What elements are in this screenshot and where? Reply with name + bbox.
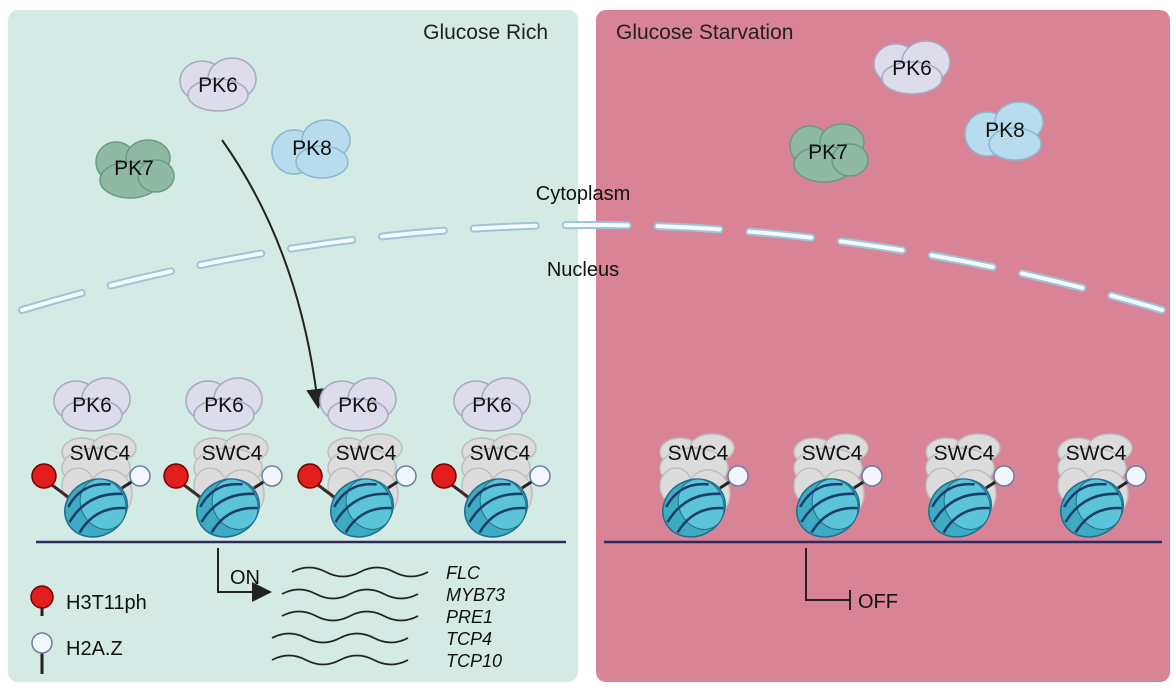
cytoplasm-label: Cytoplasm bbox=[536, 183, 630, 205]
h2az-mark bbox=[993, 465, 1015, 487]
pk7-cytoplasm-left: PK7 bbox=[95, 139, 175, 199]
h3t11ph-mark bbox=[431, 463, 457, 489]
h2az-icon bbox=[31, 632, 53, 654]
phospho-icon bbox=[30, 585, 54, 609]
swc4-label: SWC4 bbox=[70, 442, 131, 465]
nucleosome bbox=[330, 478, 394, 538]
pk7-label: PK7 bbox=[114, 157, 154, 180]
gene-label: PRE1 bbox=[446, 607, 493, 627]
h3t11ph-mark bbox=[163, 463, 189, 489]
h3t11ph-mark bbox=[297, 463, 323, 489]
glucose-rich-title: Glucose Rich bbox=[423, 21, 548, 44]
swc4-label: SWC4 bbox=[202, 442, 263, 465]
gene-label: TCP10 bbox=[446, 651, 502, 671]
swc4-label: SWC4 bbox=[802, 442, 863, 465]
pk6-nuclear: PK6 bbox=[453, 377, 531, 432]
pk8-cytoplasm-left: PK8 bbox=[271, 119, 351, 179]
pk8-cytoplasm-right: PK8 bbox=[964, 101, 1044, 161]
pk6-label: PK6 bbox=[892, 57, 932, 80]
swc4-label: SWC4 bbox=[1066, 442, 1127, 465]
pk8-label: PK8 bbox=[985, 119, 1025, 142]
pk7-label: PK7 bbox=[808, 141, 848, 164]
right-nucleosome-unit: SWC4 bbox=[659, 433, 749, 538]
glucose-rich-panel bbox=[8, 10, 578, 682]
h2az-mark bbox=[529, 465, 551, 487]
transcript-wave bbox=[281, 610, 419, 622]
transcript-wave bbox=[271, 654, 409, 666]
swc4-label: SWC4 bbox=[470, 442, 531, 465]
nucleus-label: Nucleus bbox=[547, 259, 619, 281]
pk6-label: PK6 bbox=[204, 394, 244, 417]
transcript-wave bbox=[281, 588, 419, 600]
legend-h2az-label: H2A.Z bbox=[66, 638, 123, 660]
nucleosome bbox=[1060, 478, 1124, 538]
right-nucleosome-unit: SWC4 bbox=[793, 433, 883, 538]
pk6-cytoplasm-left: PK6 bbox=[179, 57, 257, 112]
right-nucleosome-array: SWC4 SWC4 SWC4 SWC4 bbox=[659, 433, 1147, 538]
legend: H3T11ph H2A.Z bbox=[30, 585, 147, 674]
legend-h2az: H2A.Z bbox=[31, 632, 123, 674]
pk6-nuclear: PK6 bbox=[53, 377, 131, 432]
nucleosome bbox=[662, 478, 726, 538]
nucleosome bbox=[464, 478, 528, 538]
off-label: OFF bbox=[858, 591, 898, 613]
nucleosome bbox=[196, 478, 260, 538]
swc4-label: SWC4 bbox=[934, 442, 995, 465]
nucleosome bbox=[796, 478, 860, 538]
h3t11ph-mark bbox=[31, 463, 57, 489]
pk6-label: PK6 bbox=[198, 74, 238, 97]
transcription-on-arrow bbox=[217, 548, 272, 602]
transcript-wave bbox=[271, 632, 409, 644]
transcription-off-arrow bbox=[805, 548, 850, 601]
pk6-nuclear: PK6 bbox=[319, 377, 397, 432]
transcript-wave bbox=[291, 566, 429, 578]
nuclear-envelope bbox=[20, 223, 1164, 312]
nucleosome bbox=[928, 478, 992, 538]
right-nucleosome-unit: SWC4 bbox=[1057, 433, 1147, 538]
h2az-mark bbox=[727, 465, 749, 487]
h2az-mark bbox=[861, 465, 883, 487]
h2az-mark bbox=[261, 465, 283, 487]
glucose-starvation-title: Glucose Starvation bbox=[616, 21, 793, 44]
pk8-label: PK8 bbox=[292, 137, 332, 160]
pk6-label: PK6 bbox=[472, 394, 512, 417]
legend-h3t11ph: H3T11ph bbox=[30, 585, 147, 616]
pk6-label: PK6 bbox=[338, 394, 378, 417]
pk6-nuclear: PK6 bbox=[185, 377, 263, 432]
legend-h3t11ph-label: H3T11ph bbox=[66, 592, 147, 614]
right-nucleosome-unit: SWC4 bbox=[925, 433, 1015, 538]
gene-label: MYB73 bbox=[446, 585, 505, 605]
swc4-label: SWC4 bbox=[336, 442, 397, 465]
swc4-label: SWC4 bbox=[668, 442, 729, 465]
nucleosome bbox=[64, 478, 128, 538]
gene-label: TCP4 bbox=[446, 629, 492, 649]
h2az-mark bbox=[129, 465, 151, 487]
gene-label: FLC bbox=[446, 563, 481, 583]
pk7-cytoplasm-right: PK7 bbox=[789, 123, 869, 183]
h2az-mark bbox=[395, 465, 417, 487]
pk6-label: PK6 bbox=[72, 394, 112, 417]
on-label: ON bbox=[230, 567, 260, 589]
glucose-starvation-panel bbox=[596, 10, 1170, 682]
pk6-cytoplasm-right: PK6 bbox=[873, 40, 951, 95]
pk6-import-arrow bbox=[221, 139, 327, 409]
h2az-mark bbox=[1125, 465, 1147, 487]
